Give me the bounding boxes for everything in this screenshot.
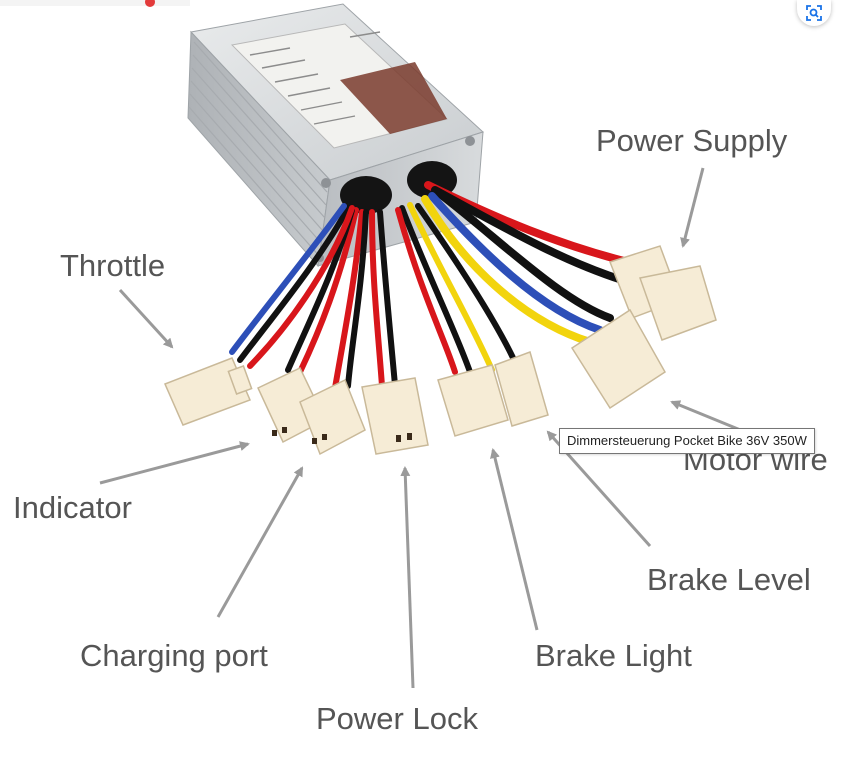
wire-bundle — [229, 181, 632, 391]
label-throttle: Throttle — [60, 248, 166, 283]
label-brake-light: Brake Light — [535, 638, 692, 673]
connectors — [163, 245, 717, 456]
label-brake-level: Brake Level — [647, 562, 811, 597]
label-power-lock: Power Lock — [316, 701, 478, 736]
label-power-supply: Power Supply — [596, 123, 788, 158]
watermark-logo — [0, 0, 190, 7]
image-tooltip: Dimmersteuerung Pocket Bike 36V 350W — [559, 428, 815, 454]
label-charging-port: Charging port — [80, 638, 268, 673]
controller-housing — [187, 3, 484, 268]
lens-search-button[interactable] — [797, 0, 831, 26]
lens-search-icon — [805, 4, 823, 22]
label-indicator: Indicator — [13, 490, 132, 525]
